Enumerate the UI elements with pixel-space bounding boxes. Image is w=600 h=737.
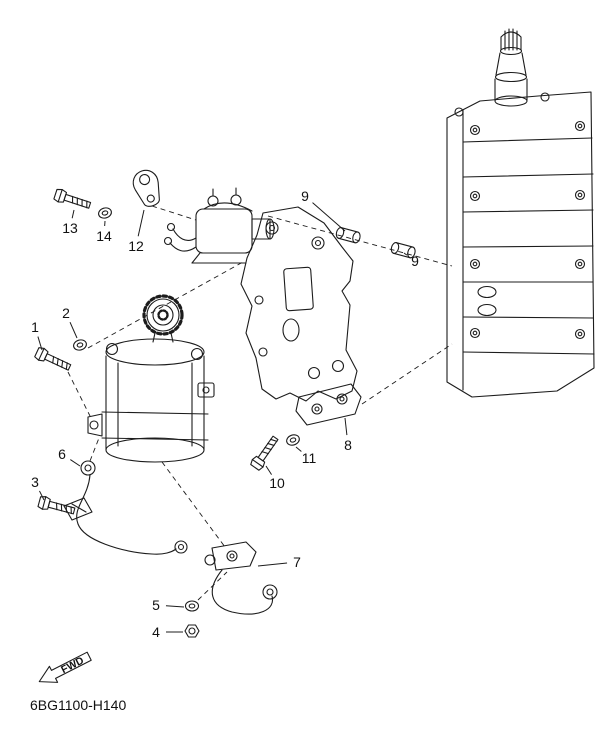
- callout-label-9: 9: [301, 188, 309, 204]
- callout-label-2: 2: [62, 305, 70, 321]
- starter-motor: [87, 294, 215, 463]
- assembly-dash-lines: [67, 205, 453, 601]
- callout-label-4: 4: [152, 624, 160, 640]
- leader-line-10-9: [265, 465, 272, 475]
- callout-label-6: 6: [58, 446, 66, 462]
- diagram-code: 6BG1100-H140: [30, 697, 126, 713]
- callout-label-11: 11: [302, 450, 317, 466]
- washer-11: [284, 432, 302, 448]
- leader-line-1-5: [37, 336, 43, 351]
- leader-line-8-11: [344, 417, 348, 436]
- washer-2: [71, 337, 89, 353]
- leader-line-13-0: [71, 209, 75, 219]
- fwd-label: FWD: [59, 654, 86, 676]
- callout-label-5: 5: [152, 597, 160, 613]
- fwd-arrow: FWD: [38, 651, 92, 683]
- ground-lead: [63, 460, 188, 555]
- callout-label-12: 12: [128, 238, 144, 254]
- callout-label-7: 7: [293, 554, 301, 570]
- bolt-1: [33, 345, 73, 374]
- leader-line-9-3: [312, 202, 346, 232]
- leader-line-2-6: [69, 321, 78, 339]
- washer-14: [96, 205, 114, 221]
- callout-label-1: 1: [31, 319, 39, 335]
- bolt-13: [52, 187, 93, 213]
- callout-label-10: 10: [269, 475, 285, 491]
- leader-line-7-12: [257, 562, 288, 567]
- nut-4: [184, 624, 200, 638]
- washer-5: [184, 600, 200, 612]
- callout-label-9: 9: [411, 253, 419, 269]
- callout-label-3: 3: [31, 474, 39, 490]
- callout-label-8: 8: [344, 437, 352, 453]
- mounting-bracket: [240, 206, 358, 402]
- leader-line-12-2: [137, 209, 145, 237]
- starter-relay: [163, 187, 275, 264]
- leader-line-3-8: [39, 490, 45, 501]
- callout-label-14: 14: [96, 228, 112, 244]
- engine-block: [446, 28, 595, 398]
- battery-cable: [204, 541, 278, 615]
- bolt-10: [248, 433, 282, 472]
- leader-line-11-10: [295, 446, 302, 452]
- leader-line-5-13: [165, 605, 185, 608]
- leader-line-6-7: [70, 459, 81, 467]
- bracket-arm: [295, 383, 362, 426]
- leader-line-9-4: [403, 252, 408, 256]
- bracket-plate: [132, 169, 160, 207]
- callout-label-13: 13: [62, 220, 78, 236]
